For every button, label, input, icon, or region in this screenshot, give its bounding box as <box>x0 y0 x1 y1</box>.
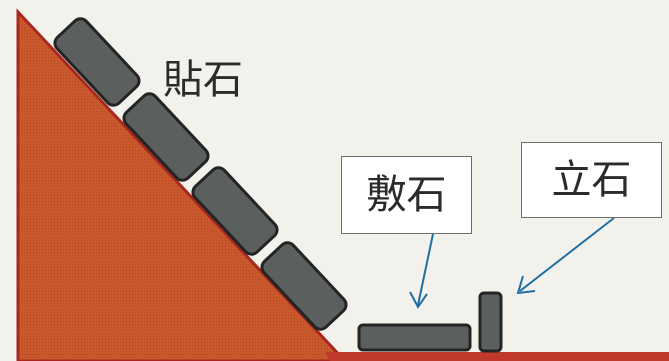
ground-strip <box>325 352 669 361</box>
hariishi-label: 貼石 <box>163 57 243 103</box>
hariishi-stones <box>53 17 348 331</box>
arrow-down-left-icon <box>409 233 434 309</box>
stone-3 <box>191 166 279 256</box>
shikiishi-label: 敷石 <box>341 156 472 234</box>
stone-2 <box>122 92 210 182</box>
stone-4 <box>260 241 348 331</box>
tateishi-label: 立石 <box>521 142 662 218</box>
tateishi-stone <box>478 291 503 353</box>
shikiishi-stone <box>357 323 472 352</box>
stone-1 <box>53 17 141 107</box>
arrow-down-left-icon <box>516 217 615 295</box>
